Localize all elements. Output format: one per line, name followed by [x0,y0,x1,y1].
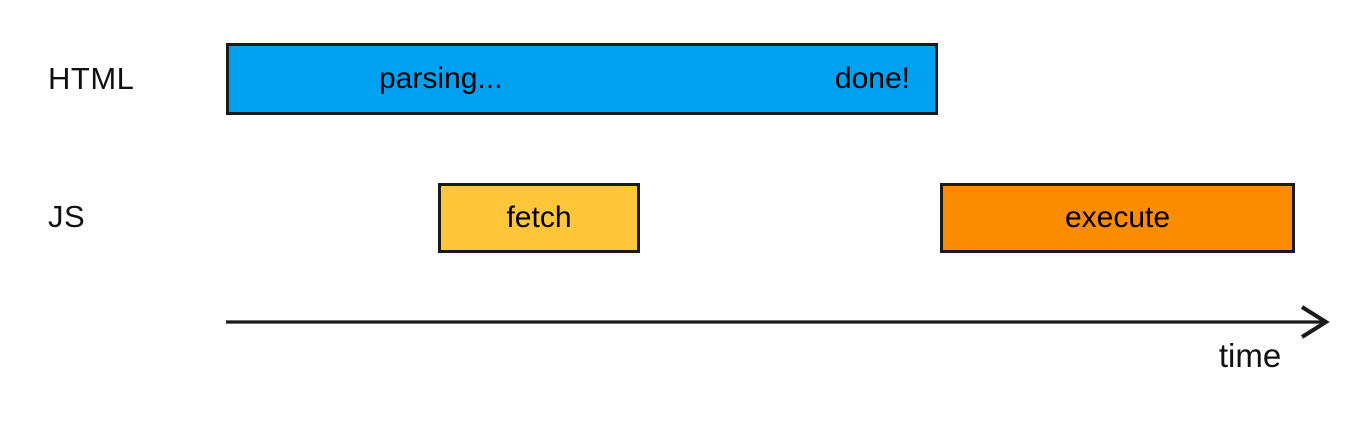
row-label-html: HTML [48,61,135,96]
parsing-bar: parsing... done! [226,43,938,115]
execute-bar-label: execute [1064,201,1171,234]
fetch-bar: fetch [438,183,640,253]
fetch-bar-label: fetch [506,201,572,234]
row-label-js: JS [48,199,86,234]
parsing-bar-label-left: parsing... [379,62,503,95]
time-axis-label: time [1218,337,1282,374]
time-axis-arrow [226,305,1330,339]
parsing-bar-label-right: done! [834,62,910,95]
execute-bar: execute [940,183,1295,253]
arrowhead-icon [1300,305,1330,339]
